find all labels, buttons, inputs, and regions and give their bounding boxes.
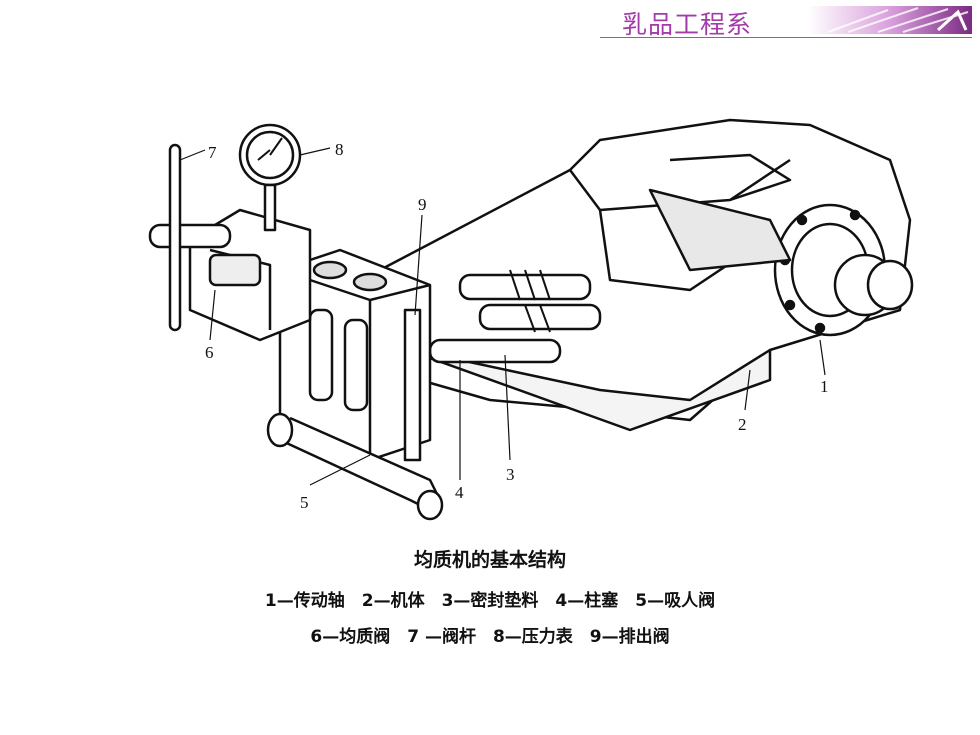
label-8: 8 (335, 140, 344, 159)
discharge-valve (403, 308, 422, 462)
machine-base (378, 338, 772, 432)
label-5: 5 (300, 493, 309, 512)
label-7: 7 (208, 143, 217, 162)
caption-title: 均质机的基本结构 (413, 549, 566, 571)
label-4: 4 (455, 483, 464, 502)
homogenizer-diagram: 7 8 9 6 5 4 3 2 1 (148, 118, 914, 521)
header-decoration (808, 6, 972, 34)
label-9: 9 (418, 195, 427, 214)
label-3: 3 (506, 465, 515, 484)
caption-legend-line-2: 6—均质阀 7 —阀杆 8—压力表 9—排出阀 (310, 627, 670, 647)
caption-legend-line-1: 1—传动轴 2—机体 3—密封垫料 4—柱塞 5—吸人阀 (264, 591, 716, 611)
pressure-gauge (238, 123, 302, 232)
header-divider (600, 37, 972, 38)
header-title: 乳品工程系 (622, 10, 753, 39)
label-2: 2 (738, 415, 747, 434)
valve-stem (148, 143, 232, 332)
label-1: 1 (820, 377, 829, 396)
plungers (428, 269, 602, 364)
label-6: 6 (205, 343, 214, 362)
